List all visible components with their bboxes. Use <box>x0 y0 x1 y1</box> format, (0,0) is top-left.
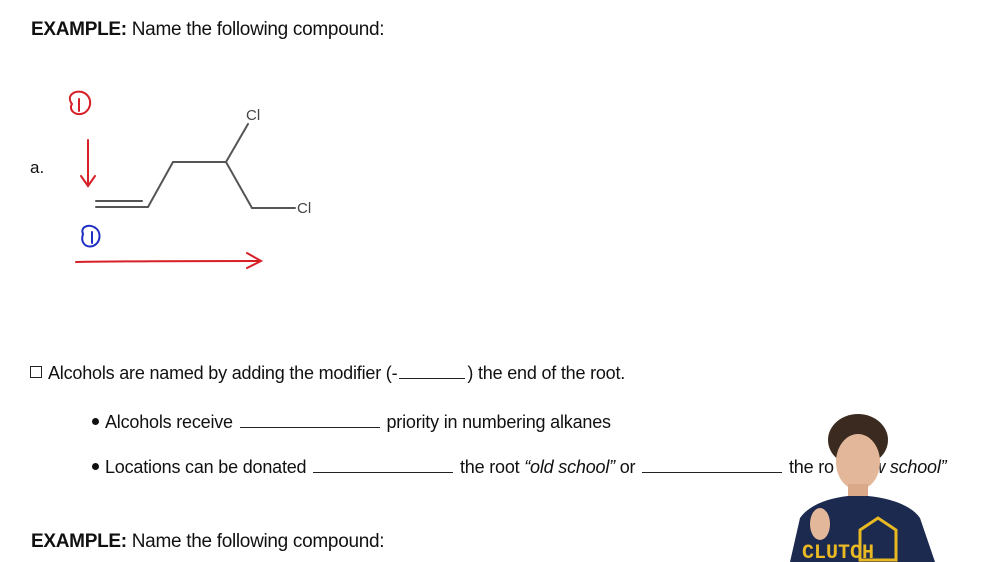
example-prompt: Name the following compound: <box>131 19 385 40</box>
chlorine-top: Cl <box>246 107 260 124</box>
fill-in-blank <box>642 458 783 473</box>
bullet-icon <box>92 417 99 425</box>
fill-in-blank <box>313 458 454 473</box>
shirt-text: CLUTCH <box>802 542 874 562</box>
example-keyword: EXAMPLE: <box>31 19 127 40</box>
problem-label: a. <box>30 158 45 177</box>
fill-in-blank <box>239 413 380 428</box>
red-annotation <box>68 90 264 269</box>
fill-in-blank <box>399 364 466 379</box>
note-alcohol-naming: Alcohols are named by adding the modifie… <box>30 363 625 384</box>
note-bullet-locations: Locations can be donated the root “old s… <box>92 457 947 478</box>
example-heading-2: EXAMPLE: Name the following compound: <box>31 531 385 553</box>
example-heading-1: EXAMPLE: Name the following compound: <box>31 19 385 41</box>
checkbox-icon <box>30 366 42 379</box>
molecule-diagram: Cl Cl <box>68 90 311 269</box>
presenter-video: CLUTCH <box>790 414 935 562</box>
example-keyword: EXAMPLE: <box>31 531 127 552</box>
red-right-arrow-icon <box>75 260 261 263</box>
example-prompt: Name the following compound: <box>131 531 385 552</box>
note-bullet-priority: Alcohols receive priority in numbering a… <box>92 412 611 433</box>
clutch-logo-icon <box>858 516 898 562</box>
chlorine-right: Cl <box>297 200 311 217</box>
presenter-face <box>836 434 880 490</box>
red-circled-one-icon <box>68 90 92 116</box>
presenter-hand <box>810 508 830 540</box>
skeletal-structure <box>95 123 296 209</box>
bullet-icon <box>92 462 99 470</box>
blue-circled-one-icon <box>81 224 101 248</box>
